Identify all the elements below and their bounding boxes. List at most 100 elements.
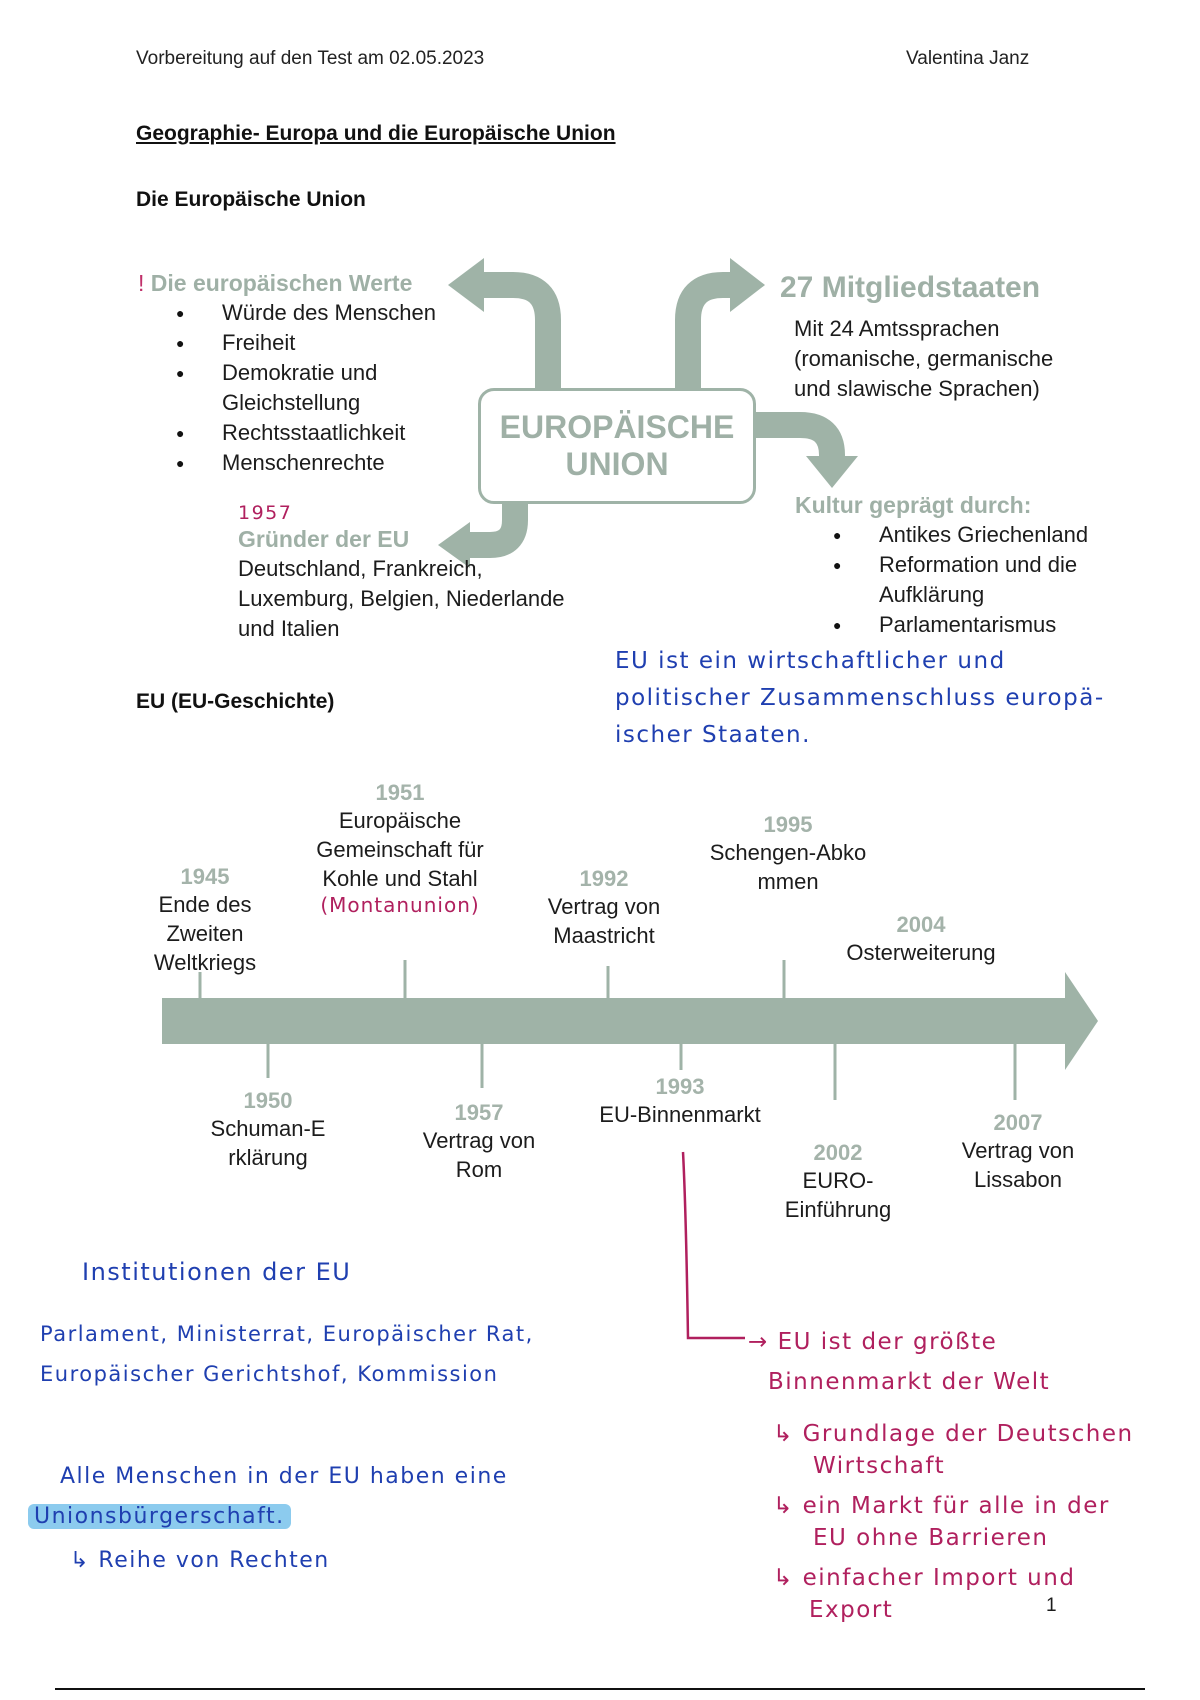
event-year: 2004 (896, 912, 946, 937)
header-test-date: Vorbereitung auf den Test am 02.05.2023 (136, 48, 485, 69)
note-line: politischer Zusammenschluss europä- (615, 685, 1105, 711)
kultur-list: Antikes Griechenland Reformation und die… (795, 520, 1109, 640)
arrowhead-mitglieder (730, 258, 765, 312)
document-title: Geographie- Europa und die Europäische U… (136, 122, 616, 145)
gruender-line: und Italien (238, 616, 340, 641)
timeline-arrow (162, 960, 1098, 1100)
event-label: Gemeinschaft für (316, 837, 484, 862)
event-label: Vertrag von (547, 894, 661, 919)
eu-box-line-2: UNION (565, 446, 669, 482)
event-label: Osterweiterung (846, 940, 996, 965)
event-year: 1992 (579, 866, 629, 891)
mitglieder-line: und slawische Sprachen) (794, 376, 1040, 401)
timeline-event-1993: 1993 EU-Binnenmarkt (580, 1074, 780, 1129)
event-year: 2002 (813, 1140, 863, 1165)
mitglieder-heading: 27 Mitgliedstaaten (780, 271, 1041, 304)
werte-item: Freiheit (138, 328, 436, 358)
event-label: EURO- (802, 1168, 874, 1193)
timeline-arrowhead (1065, 972, 1098, 1070)
event-label: mmen (757, 869, 819, 894)
timeline-event-1945: 1945 Ende des Zweiten Weltkriegs (105, 864, 305, 977)
kultur-item: Reformation und die Aufklärung (795, 550, 1109, 610)
binnenmarkt-connector (681, 1151, 745, 1340)
header-author: Valentina Janz (906, 48, 1030, 69)
event-year: 1993 (655, 1074, 705, 1099)
binnenmarkt-sub-1: ↳ Grundlage der Deutschen Wirtschaft (773, 1418, 1134, 1482)
unionsbuergerschaft-highlight: Unionsbürgerschaft. (28, 1504, 291, 1529)
arrowhead-kultur (806, 456, 858, 488)
werte-list: Würde des Menschen Freiheit Demokratie u… (138, 298, 436, 478)
gruender-year-annotation: 1957 (238, 502, 293, 524)
event-label: Vertrag von (961, 1138, 1075, 1163)
buergerschaft-sub: ↳ Reihe von Rechten (70, 1548, 330, 1573)
werte-item: Würde des Menschen (138, 298, 436, 328)
gruender-line: Deutschland, Frankreich, (238, 556, 483, 581)
timeline-event-2002: 2002 EURO- Einführung (738, 1140, 938, 1224)
institutionen-list: Parlament, Ministerrat, Europäischer Rat… (40, 1314, 534, 1394)
event-label: rklärung (228, 1145, 308, 1170)
eu-box-line-1: EUROPÄISCHE (499, 409, 735, 445)
werte-item: Menschenrechte (138, 448, 436, 478)
timeline-event-1951: 1951 Europäische Gemeinschaft für Kohle … (290, 780, 510, 917)
binnenmarkt-line: → EU ist der größte (748, 1329, 998, 1355)
event-label: EU-Binnenmarkt (599, 1102, 761, 1127)
page-number: 1 (1046, 1595, 1057, 1616)
timeline-bar (162, 998, 1067, 1044)
event-label: Rom (455, 1157, 503, 1182)
institutionen-line: Parlament, Ministerrat, Europäischer Rat… (40, 1322, 534, 1346)
event-label: Maastricht (553, 923, 655, 948)
sub-line: EU ohne Barrieren (813, 1525, 1049, 1551)
institutionen-line: Europäischer Gerichtshof, Kommission (40, 1362, 499, 1386)
binnenmarkt-line: Binnenmarkt der Welt (768, 1369, 1051, 1395)
mitglieder-line: Mit 24 Amtssprachen (794, 316, 1000, 341)
event-label: Schuman-E (210, 1116, 326, 1141)
kultur-block: Kultur geprägt durch: Antikes Griechenla… (795, 490, 1109, 640)
arrow-to-gruender (470, 498, 528, 558)
sub-line: ↳ einfacher Import und (773, 1565, 1076, 1591)
arrow-to-kultur (750, 412, 845, 468)
institutionen-heading: Institutionen der EU (82, 1258, 352, 1286)
buergerschaft-highlight-wrap: Unionsbürgerschaft. (28, 1504, 291, 1529)
werte-item: Rechtsstaatlichkeit (138, 418, 436, 448)
timeline-event-1992: 1992 Vertrag von Maastricht (504, 866, 704, 950)
gruender-heading: Gründer der EU (238, 526, 410, 552)
event-label: Einführung (784, 1197, 892, 1222)
sub-line: ↳ ein Markt für alle in der (773, 1493, 1110, 1519)
timeline-event-1950: 1950 Schuman-E rklärung (168, 1088, 368, 1172)
note-line: ischer Staaten. (615, 722, 811, 748)
event-label: Europäische (338, 808, 462, 833)
event-year: 1995 (763, 812, 813, 837)
timeline-event-2004: 2004 Osterweiterung (821, 912, 1021, 967)
event-label: Kohle und Stahl (322, 866, 478, 891)
kultur-item: Antikes Griechenland (795, 520, 1109, 550)
event-label: Lissabon (973, 1167, 1063, 1192)
timeline-event-1995: 1995 Schengen-Abko mmen (688, 812, 888, 896)
mitglieder-line: (romanische, germanische (794, 346, 1054, 371)
werte-block: ! Die europäischen Werte Würde des Mensc… (138, 268, 436, 478)
section-heading-geschichte: EU (EU-Geschichte) (136, 690, 335, 713)
event-year: 2007 (993, 1110, 1043, 1135)
event-year: 1945 (180, 864, 230, 889)
timeline-event-2007: 2007 Vertrag von Lissabon (918, 1110, 1118, 1194)
montanunion-annotation: (Montanunion) (320, 893, 480, 917)
event-label: Zweiten (166, 921, 244, 946)
arrowhead-gruender (438, 522, 470, 568)
event-label: Weltkriegs (153, 950, 257, 975)
event-year: 1957 (454, 1100, 504, 1125)
event-label: Schengen-Abko (709, 840, 867, 865)
timeline-event-1957: 1957 Vertrag von Rom (379, 1100, 579, 1184)
event-year: 1950 (243, 1088, 293, 1113)
kultur-heading: Kultur geprägt durch: (795, 492, 1032, 518)
sub-line: Wirtschaft (813, 1453, 946, 1479)
arrow-to-mitglieder (675, 272, 736, 390)
handwritten-eu-definition: EU ist ein wirtschaftlicher und politisc… (615, 643, 1105, 754)
event-year: 1951 (375, 780, 425, 805)
buergerschaft-line: Alle Menschen in der EU haben eine (60, 1464, 508, 1489)
sub-line: Export (809, 1597, 894, 1623)
kultur-item: Parlamentarismus (795, 610, 1109, 640)
exclamation-mark: ! (138, 270, 145, 296)
arrowhead-werte (448, 258, 484, 312)
page-bottom-rule (55, 1688, 1145, 1690)
werte-item: Demokratie und Gleichstellung (138, 358, 422, 418)
note-line: EU ist ein wirtschaftlicher und (615, 648, 1006, 674)
